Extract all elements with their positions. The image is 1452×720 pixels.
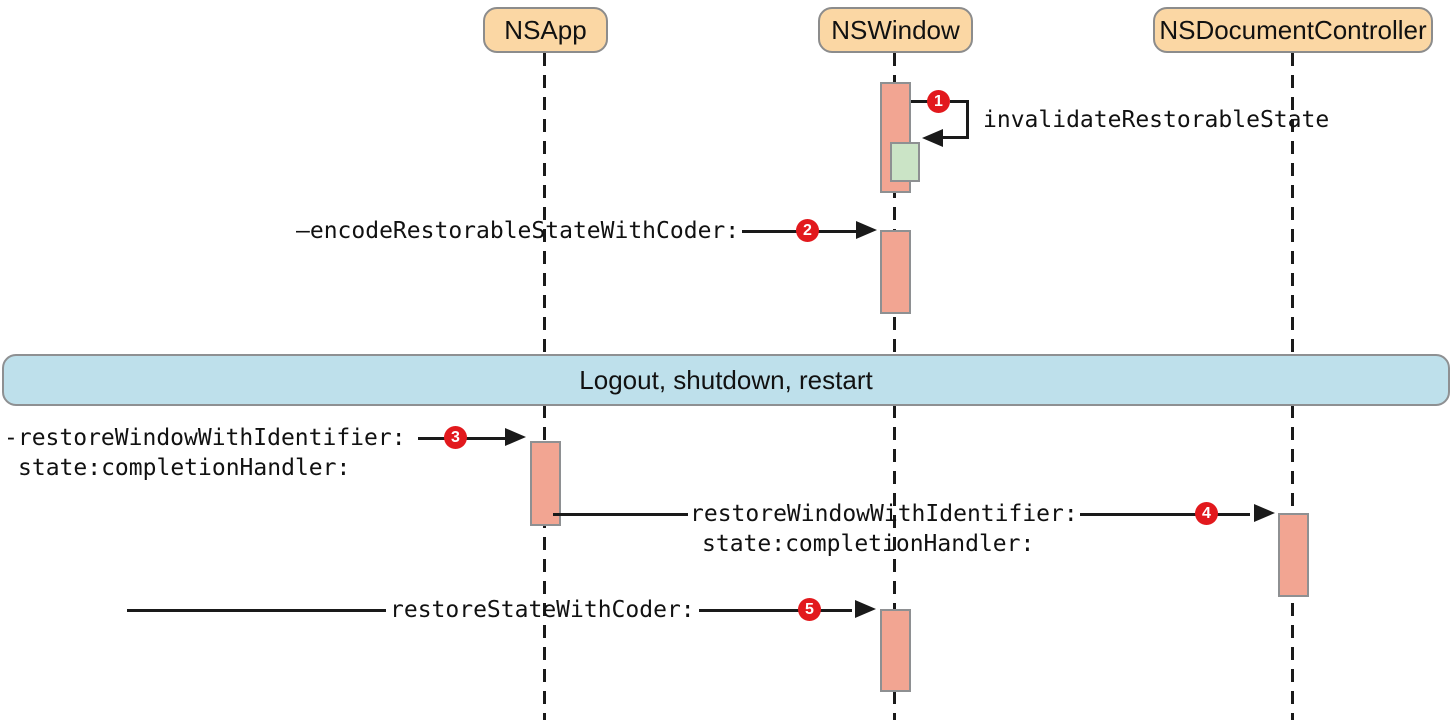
message-4-label2: state:completionHandler: [702,531,1035,557]
message-3-label: -restoreWindowWithIdentifier: [4,425,406,451]
message-1-line [911,100,928,103]
message-4-badge: 4 [1195,502,1218,525]
message-1-label: invalidateRestorableState [983,107,1330,133]
message-4-line [1080,513,1250,516]
message-4-arrowhead-icon [1254,504,1275,522]
message-1-line [950,100,969,103]
message-4-label: restoreWindowWithIdentifier: [690,501,1078,527]
message-1-line [966,100,969,139]
actor-label-nsapp: NSApp [504,14,587,45]
activation-bar-nswindow-3 [880,609,911,692]
actor-label-nsdocumentcontroller: NSDocumentController [1159,14,1427,45]
message-4-line [553,513,688,516]
message-1-badge: 1 [927,90,950,113]
message-3-arrowhead-icon [505,428,526,446]
actor-box-nswindow: NSWindow [818,7,973,53]
separator-banner: Logout, shutdown, restart [2,354,1450,406]
message-5-label: restoreStateWithCoder: [390,597,695,623]
activation-bar-nsapp [530,441,561,526]
separator-label: Logout, shutdown, restart [579,364,873,395]
message-2-badge: 2 [796,219,819,242]
nested-activation-nswindow [890,142,920,182]
activation-bar-nsdocumentcontroller [1278,513,1309,597]
message-2-arrowhead-icon [856,221,877,239]
message-3-label2: state:completionHandler: [18,455,351,481]
message-3-badge: 3 [444,426,467,449]
message-2-label: —encodeRestorableStateWithCoder: [296,218,740,244]
message-1-arrowhead-icon [922,129,943,147]
message-1-line [938,136,969,139]
activation-bar-nswindow-2 [880,230,911,314]
actor-box-nsdocumentcontroller: NSDocumentController [1153,7,1433,53]
message-5-arrowhead-icon [855,600,876,618]
message-5-line [699,609,852,612]
message-5-badge: 5 [798,598,821,621]
actor-box-nsapp: NSApp [483,7,608,53]
actor-label-nswindow: NSWindow [831,14,960,45]
message-5-line [127,609,386,612]
